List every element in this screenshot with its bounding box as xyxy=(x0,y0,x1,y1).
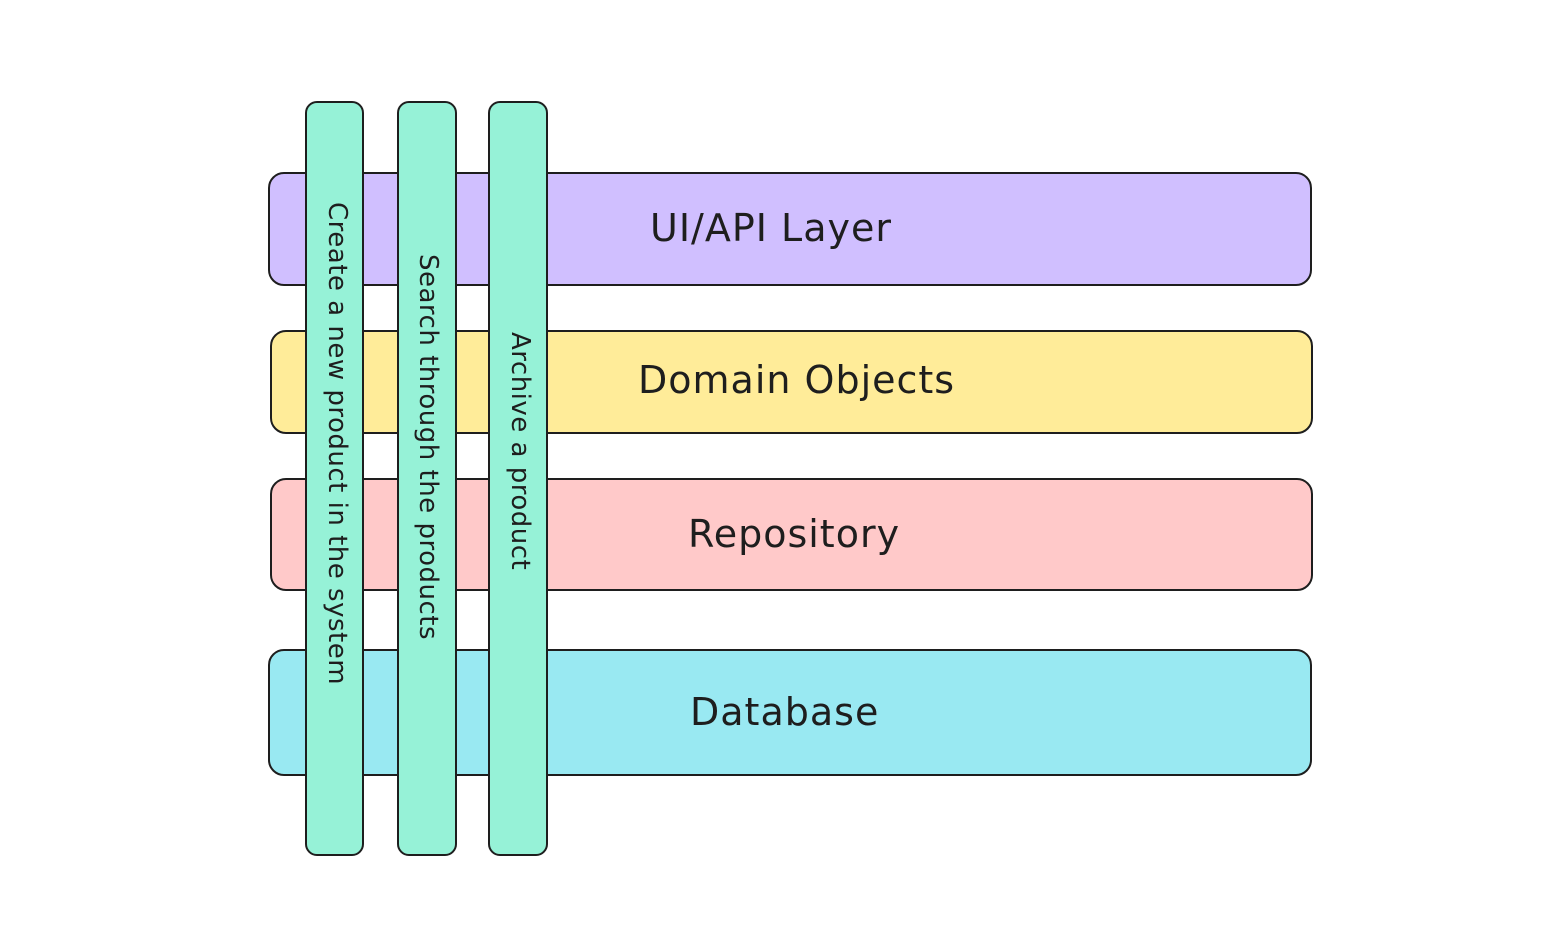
slice-label-archive-product: Archive a product xyxy=(505,332,535,571)
slice-label-create-product: Create a new product in the system xyxy=(322,202,352,686)
layer-label-domain-objects: Domain Objects xyxy=(638,358,956,402)
layer-label-database: Database xyxy=(690,690,880,734)
slice-search-products xyxy=(397,101,457,856)
slice-create-product xyxy=(305,101,364,856)
slice-archive-product xyxy=(488,101,548,856)
layer-label-ui-api: UI/API Layer xyxy=(650,206,892,250)
layer-label-repository: Repository xyxy=(688,512,901,556)
slice-label-search-products: Search through the products xyxy=(413,254,443,640)
